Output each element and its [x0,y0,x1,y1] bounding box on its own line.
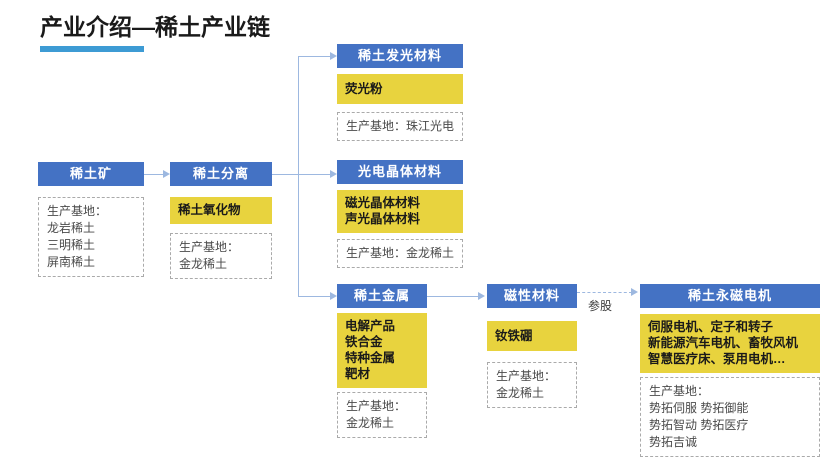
connector-line [298,174,331,175]
production-base-line: 势拓智动 势拓医疗 [649,418,749,432]
production-base-line: 龙岩稀土 [47,221,96,235]
production-base-line: 势拓吉诚 [649,435,698,449]
connector-line [272,174,298,175]
node-rare-earth-mine[interactable]: 稀土矿 生产基地： 龙岩稀土 三明稀土 屏南稀土 [38,162,144,277]
product-line: 磁光晶体材料 [345,196,421,210]
node-rare-earth-metal[interactable]: 稀土金属 电解产品 铁合金 特种金属 靶材 生产基地： 金龙稀土 [337,284,427,438]
connector-line [298,56,299,296]
product-highlight-box: 钕铁硼 [487,321,577,351]
page-title: 产业介绍—稀土产业链 [40,14,270,40]
production-base-line: 生产基地： [649,384,710,398]
node-rare-earth-separation[interactable]: 稀土分离 稀土氧化物 生产基地： 金龙稀土 [170,162,272,279]
product-line: 靶材 [345,367,371,381]
product-line: 智慧医疗床、泵用电机… [648,352,786,366]
production-base-box: 生产基地： 势拓伺服 势拓御能 势拓智动 势拓医疗 势拓吉诚 [640,377,820,457]
production-base-box: 生产基地： 金龙稀土 [170,233,272,279]
node-rare-earth-permanent-magnet-motor[interactable]: 稀土永磁电机 伺服电机、定子和转子 新能源汽车电机、畜牧风机 智慧医疗床、泵用电… [640,284,820,457]
arrow-head-icon [631,288,638,296]
production-base-line: 金龙稀土 [179,257,228,271]
production-base-line: 生产基地： [47,204,108,218]
product-line: 铁合金 [345,335,383,349]
product-line: 声光晶体材料 [345,212,421,226]
node-header-label: 稀土矿 [38,162,144,186]
node-header-label: 稀土金属 [337,284,427,308]
title-block: 产业介绍—稀土产业链 [40,12,270,52]
connector-dashed-line [577,292,632,293]
arrow-head-icon [478,292,485,300]
product-line: 伺服电机、定子和转子 [648,320,774,334]
product-highlight-box: 荧光粉 [337,74,463,104]
production-base-line: 生产基地： [346,399,407,413]
arrow-head-icon [330,52,337,60]
product-line: 电解产品 [345,319,396,333]
node-luminescent-material[interactable]: 稀土发光材料 荧光粉 生产基地：珠江光电 [337,44,463,141]
node-header-label: 稀土永磁电机 [640,284,820,308]
node-header-label: 光电晶体材料 [337,160,463,184]
connector-line [427,296,479,297]
connector-line [298,296,331,297]
product-highlight-box: 伺服电机、定子和转子 新能源汽车电机、畜牧风机 智慧医疗床、泵用电机… [640,314,820,373]
production-base-box: 生产基地： 龙岩稀土 三明稀土 屏南稀土 [38,197,144,277]
arrow-head-icon [163,170,170,178]
production-base-line: 势拓伺服 势拓御能 [649,401,749,415]
product-line: 荧光粉 [345,81,383,96]
arrow-head-icon [330,170,337,178]
product-highlight-box: 电解产品 铁合金 特种金属 靶材 [337,313,427,388]
product-line: 特种金属 [345,351,396,365]
production-base-line: 生产基地：珠江光电 [346,119,455,133]
connector-line [144,174,164,175]
title-underline-bar [40,46,144,52]
node-header-label: 磁性材料 [487,284,577,308]
connector-label-equity: 参股 [588,299,613,313]
product-line: 新能源汽车电机、畜牧风机 [648,336,799,350]
production-base-line: 金龙稀土 [346,416,395,430]
production-base-line: 生产基地： [179,240,240,254]
node-photoelectric-crystal-material[interactable]: 光电晶体材料 磁光晶体材料 声光晶体材料 生产基地：金龙稀土 [337,160,463,268]
node-header-label: 稀土分离 [170,162,272,186]
production-base-box: 生产基地： 金龙稀土 [337,392,427,438]
product-highlight-box: 磁光晶体材料 声光晶体材料 [337,190,463,233]
arrow-head-icon [330,292,337,300]
product-line: 钕铁硼 [495,328,533,343]
production-base-box: 生产基地：珠江光电 [337,112,463,141]
production-base-line: 屏南稀土 [47,255,96,269]
production-base-line: 生产基地：金龙稀土 [346,246,455,260]
production-base-box: 生产基地：金龙稀土 [337,239,463,268]
node-magnetic-material[interactable]: 磁性材料 钕铁硼 生产基地： 金龙稀土 [487,284,577,408]
production-base-line: 三明稀土 [47,238,96,252]
production-base-line: 生产基地： [496,369,557,383]
product-line: 稀土氧化物 [178,203,241,217]
production-base-box: 生产基地： 金龙稀土 [487,362,577,408]
node-header-label: 稀土发光材料 [337,44,463,68]
connector-line [298,56,331,57]
product-highlight-box: 稀土氧化物 [170,197,272,224]
production-base-line: 金龙稀土 [496,386,545,400]
